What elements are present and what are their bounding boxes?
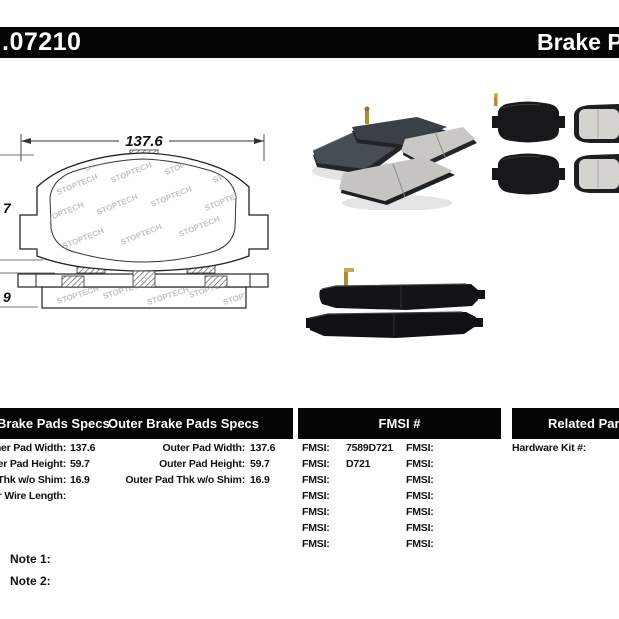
note-1: Note 1: [10,552,51,566]
fmsi-row: FMSI: D721 [0,456,619,472]
part-number: .07210 [2,28,82,56]
wear-sensor-pin [344,268,354,288]
inner-specs-title: Brake Pads Specs [0,416,110,431]
fmsi-value: 7589D721 [346,442,393,454]
fmsi-label: FMSI: [406,490,434,502]
fmsi-label: FMSI: [406,538,434,550]
wear-sensor-pin-head [364,106,370,112]
spec-label: Outer Pad Height: [159,458,245,470]
spec-label: Outer Pad Width: [162,442,246,454]
spec-value: 16.9 [70,474,90,486]
fmsi-label: FMSI: [302,522,330,534]
spec-label: r Wire Length: [0,490,66,502]
fmsi-row: FMSI: [0,440,619,456]
spec-value: 59.7 [250,458,270,470]
fmsi-label: FMSI: [302,458,330,470]
fmsi-row: FMSI: [0,456,619,472]
outer-specs-title: Outer Brake Pads Specs [108,416,260,431]
width-dimension: 137.6 [20,133,265,161]
outer-spec-row: Outer Pad Height: 59.7 [0,456,619,472]
note-2: Note 2: [10,574,51,588]
fmsi-label: FMSI: [406,442,434,454]
fmsi-row: FMSI: [0,504,619,520]
fmsi-label: FMSI: [302,442,330,454]
fmsi-row: FMSI: [0,472,619,488]
spec-value: 59.7 [70,458,90,470]
edge-pad-upper [319,283,485,310]
pad-back-bottom-left [492,153,565,195]
front-view-drawing: 137.6 7 STOPTECH STOPTECH STOPTECH STOPT… [0,133,269,274]
hardware-kit-label: Hardware Kit #: [512,442,587,454]
pad-width-dimension-label: 137.6 [125,133,163,150]
fmsi-row: FMSI: [0,488,619,504]
fmsi-label: FMSI: [406,506,434,518]
fmsi-row: FMSI: [0,536,619,552]
inner-spec-row: Thk w/o Shim: 16.9 [0,472,619,488]
inner-spec-row: er Pad Height: 59.7 [0,456,619,472]
photo-face-on-pads [492,93,619,195]
pad-height-dimension-label: 7 [3,200,12,216]
page-title: Brake P [537,29,619,55]
fmsi-row: FMSI: [0,472,619,488]
wear-sensor-pin [365,108,369,124]
center-clip [132,270,156,288]
pad-friction-top-right [574,104,619,143]
edge-pad-lower [306,311,483,338]
fmsi-label: FMSI: [302,474,330,486]
fmsi-value: D721 [346,458,371,470]
abutment-block-left [61,275,85,288]
fmsi-header-bar: FMSI # [298,408,501,439]
fmsi-row: FMSI: [0,536,619,552]
fmsi-label: FMSI: [302,506,330,518]
fmsi-label: FMSI: [406,522,434,534]
fmsi-label: FMSI: [302,490,330,502]
fmsi-label: FMSI: [406,458,434,470]
fmsi-label: FMSI: [302,538,330,550]
side-view-drawing: 9 STOPTECH STOPTECH STOPTECH STOPTECH ST… [0,270,269,309]
spec-label: ner Pad Width: [0,442,66,454]
inner-spec-row: r Wire Length: [0,488,619,504]
related-parts-header-bar: Related Par [512,408,619,439]
fmsi-title: FMSI # [378,416,421,431]
fmsi-row: FMSI: [0,488,619,504]
spec-value: 137.6 [250,442,276,454]
fmsi-row: FMSI: [0,520,619,536]
photo-edge-view-pads [306,268,485,338]
fmsi-row: FMSI: [0,504,619,520]
fmsi-row: FMSI: [0,520,619,536]
photo-angled-pad-set [312,106,477,210]
spec-label: Outer Pad Thk w/o Shim: [125,474,245,486]
pad-with-sensor [352,106,447,149]
title-bar: .07210 Brake P [0,27,619,58]
related-parts-title: Related Par [548,416,619,431]
pad-thickness-dimension-label: 9 [3,289,11,305]
related-parts-row: Hardware Kit #: [0,440,619,456]
wear-sensor-pin [494,93,498,106]
pads-specs-header-bar: Brake Pads Specs Outer Brake Pads Specs [0,408,293,439]
spec-label: Thk w/o Shim: [0,474,66,486]
outer-spec-row: Outer Pad Width: 137.6 [0,440,619,456]
spec-value: 16.9 [250,474,270,486]
pad-friction-bottom-right [574,154,619,193]
pad-friction-up-front [339,157,455,205]
spec-value: 137.6 [70,442,96,454]
spec-label: er Pad Height: [0,458,66,470]
inner-spec-row: ner Pad Width: 137.6 [0,440,619,456]
fmsi-row: FMSI: 7589D721 [0,440,619,456]
fmsi-label: FMSI: [406,474,434,486]
outer-spec-row: Outer Pad Thk w/o Shim: 16.9 [0,472,619,488]
abutment-block-right [204,275,228,288]
friction-material-outline [49,158,237,263]
pad-back-top-left [492,101,565,143]
